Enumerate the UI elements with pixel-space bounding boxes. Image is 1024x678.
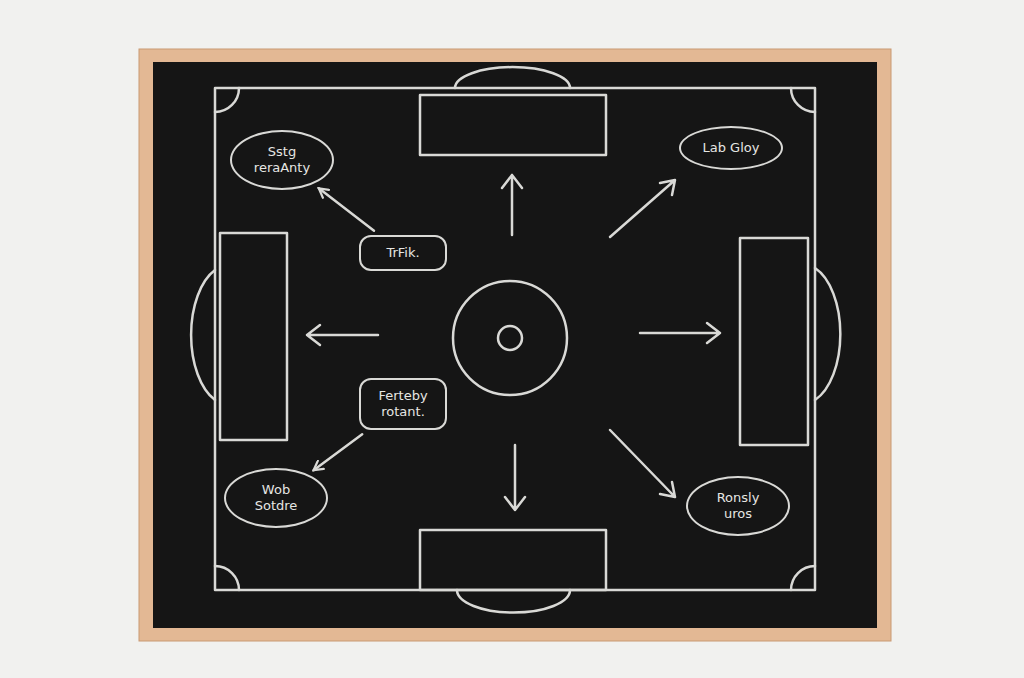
goal-box	[220, 233, 287, 440]
node-texts: Lab Gloy	[695, 140, 767, 156]
goal-arc	[815, 268, 840, 400]
node-texts: TrFik.	[371, 245, 435, 261]
corner-arc	[791, 566, 815, 590]
chalk-oval: Ronsly uros	[686, 476, 790, 536]
node-label: Wob Sotdre	[240, 482, 312, 514]
node-texts: Wob Sotdre	[240, 482, 312, 514]
goal-box	[420, 530, 606, 590]
node-texts: Ronsly uros	[702, 490, 774, 522]
corner-arc	[215, 88, 239, 112]
node-label: Lab Gloy	[695, 140, 767, 156]
node-label: Ferteby rotant.	[371, 388, 435, 420]
chalk-arrow	[319, 188, 374, 230]
chalk-arrows	[307, 175, 720, 510]
goal-arc	[191, 270, 215, 400]
node-texts: Sstg reraAnty	[246, 144, 318, 176]
center-spot	[498, 326, 522, 350]
chalk-arrow	[314, 434, 363, 470]
chalk-box: TrFik.	[359, 235, 447, 271]
goal-arc	[457, 590, 570, 613]
field-boundary	[215, 88, 815, 590]
goal-box	[420, 95, 606, 155]
chalk-oval: Sstg reraAnty	[230, 130, 334, 190]
node-label: Sstg reraAnty	[246, 144, 318, 176]
node-label: TrFik.	[371, 245, 435, 261]
chalk-box: Ferteby rotant.	[359, 378, 447, 430]
corner-arc	[791, 88, 815, 112]
board-surface	[153, 62, 877, 628]
goal-arc	[455, 67, 570, 88]
goal-box	[740, 238, 808, 445]
node-texts: Ferteby rotant.	[371, 388, 435, 420]
chalk-oval: Lab Gloy	[679, 126, 783, 170]
corner-arc	[215, 566, 239, 590]
wooden-frame	[139, 49, 891, 641]
node-label: Ronsly uros	[702, 490, 774, 522]
chalk-oval: Wob Sotdre	[224, 468, 328, 528]
center-circle	[453, 281, 567, 395]
